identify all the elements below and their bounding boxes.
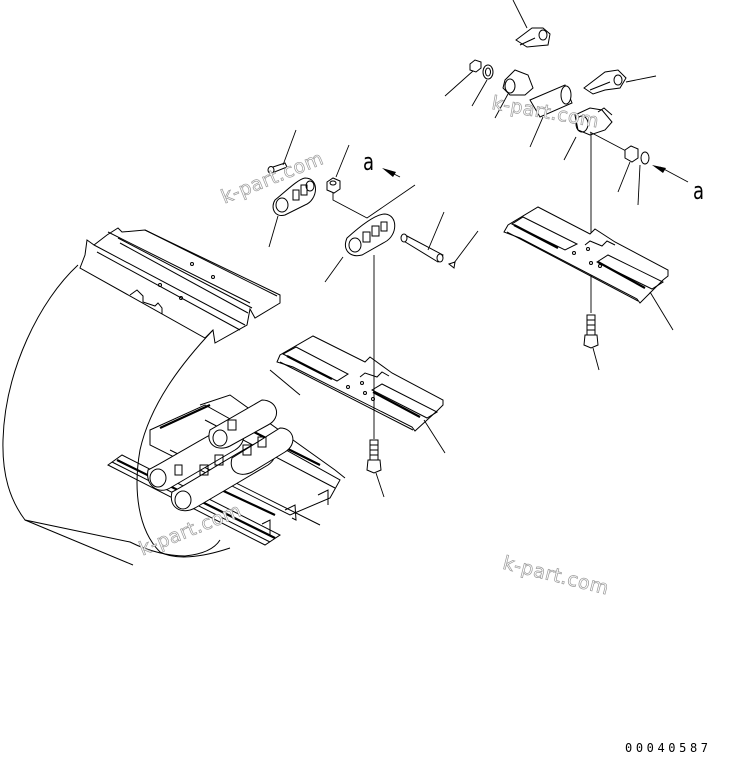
chain-links — [147, 399, 294, 512]
nut-center[interactable] — [326, 177, 341, 194]
leader-line — [427, 211, 445, 251]
shoe-bolt-right[interactable] — [583, 314, 599, 349]
link-master-upper[interactable] — [515, 27, 551, 48]
link-half-left[interactable] — [502, 69, 534, 96]
arrow-head-icon — [382, 168, 396, 177]
leader-line — [494, 93, 509, 119]
leader-line — [332, 184, 416, 219]
track-assembly[interactable] — [2, 227, 346, 566]
leader-line — [592, 347, 600, 371]
leader-line — [625, 75, 657, 83]
leader-line — [649, 291, 674, 331]
leader-line — [471, 79, 488, 107]
pin-left[interactable] — [267, 162, 288, 174]
leader-line — [423, 419, 446, 454]
drawing-number: 00040587 — [625, 741, 712, 755]
track-shoe-right[interactable] — [503, 206, 669, 304]
leader-line — [444, 70, 474, 97]
washer-right[interactable] — [640, 151, 650, 165]
view-label-a-right: a — [693, 177, 705, 205]
leader-line — [512, 0, 528, 29]
nut-small[interactable] — [469, 59, 482, 73]
leader-line — [453, 230, 479, 264]
nut-right[interactable] — [624, 145, 639, 163]
master-pin[interactable] — [400, 233, 444, 263]
shoe-bolt-center[interactable] — [366, 439, 382, 474]
leader-line — [637, 164, 641, 206]
link-center[interactable] — [345, 213, 396, 257]
link-left[interactable] — [272, 177, 316, 217]
track-shoe-center[interactable] — [276, 335, 444, 432]
leader-line — [529, 116, 544, 148]
link-master-right[interactable] — [583, 69, 627, 95]
leader-line — [589, 131, 629, 153]
bushing[interactable] — [529, 84, 573, 118]
link-half-right[interactable] — [574, 107, 613, 136]
leader-line — [563, 136, 577, 161]
leader-line — [282, 129, 297, 166]
arrow-head-icon — [652, 165, 666, 173]
leader-line — [375, 472, 385, 498]
leader-line — [335, 144, 350, 178]
leader-line — [268, 215, 279, 248]
leader-line — [324, 256, 344, 283]
leader-line — [617, 161, 631, 193]
washer[interactable] — [482, 64, 494, 80]
pin-stopper[interactable] — [447, 261, 456, 269]
view-label-a-left: a — [363, 148, 375, 176]
